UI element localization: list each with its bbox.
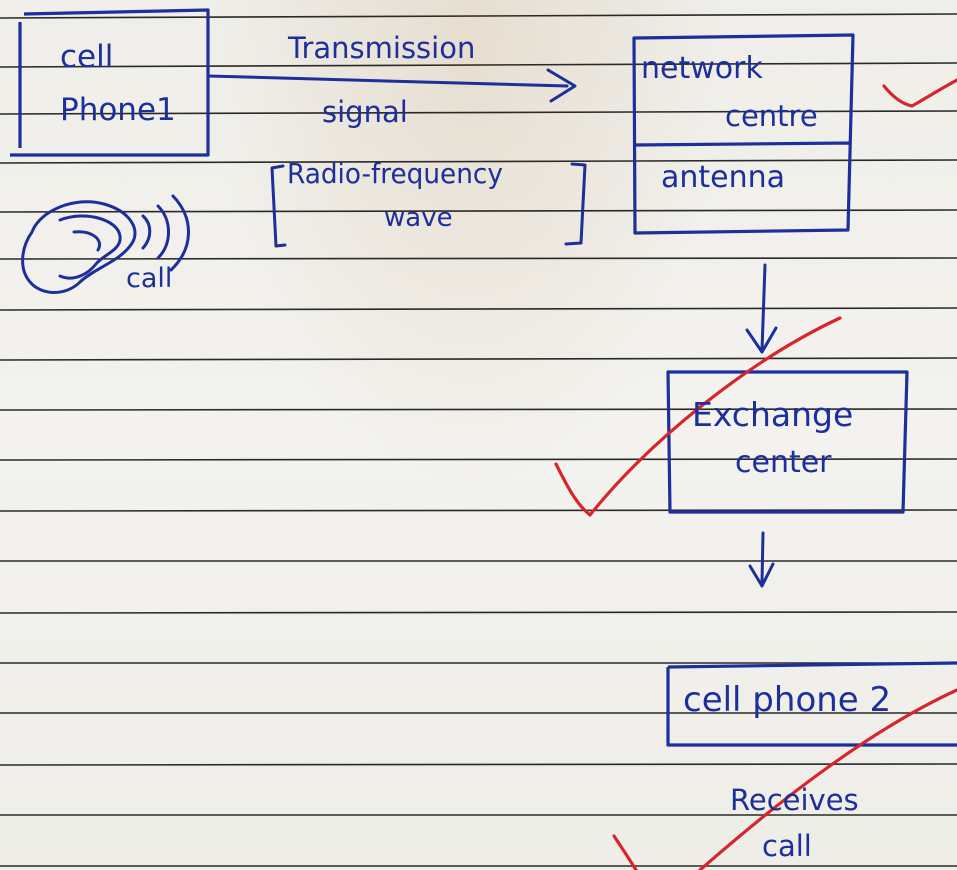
exchange-label-line2: center (735, 445, 832, 480)
radio-wave-bracket-right (564, 162, 587, 246)
cell-phone-2-label: cell phone 2 (683, 680, 892, 720)
ruled-lines (0, 13, 957, 867)
receiver-label-line2: call (762, 829, 812, 863)
down-arrow-2 (748, 531, 775, 588)
cell-phone-1-label-line2: Phone1 (60, 92, 176, 128)
network-label-line1: network (641, 51, 763, 86)
exchange-label-line1: Exchange (692, 395, 854, 434)
network-label-line3: antenna (661, 160, 786, 195)
signal-label-line4: wave (384, 203, 453, 233)
check-mark-3 (612, 688, 957, 870)
down-arrow-1 (745, 263, 778, 354)
network-centre-box (632, 33, 855, 235)
network-label-line2: centre (725, 99, 818, 133)
radio-wave-bracket-left (270, 164, 287, 248)
receiver-label-line1: Receives (730, 783, 859, 817)
signal-label-line1: Transmission (288, 31, 476, 65)
exchange-center-box (666, 370, 909, 514)
signal-label-line3: Radio-frequency (287, 157, 503, 190)
signal-label-line2: signal (322, 95, 408, 129)
check-mark-2 (554, 316, 842, 517)
check-mark-1 (882, 78, 957, 108)
ear-call-icon (21, 194, 190, 294)
cell-phone-1-box (10, 8, 210, 157)
cell-phone-1-label-line1: cell (60, 39, 114, 75)
caller-label: call (126, 263, 173, 294)
transmission-arrow (206, 68, 577, 103)
